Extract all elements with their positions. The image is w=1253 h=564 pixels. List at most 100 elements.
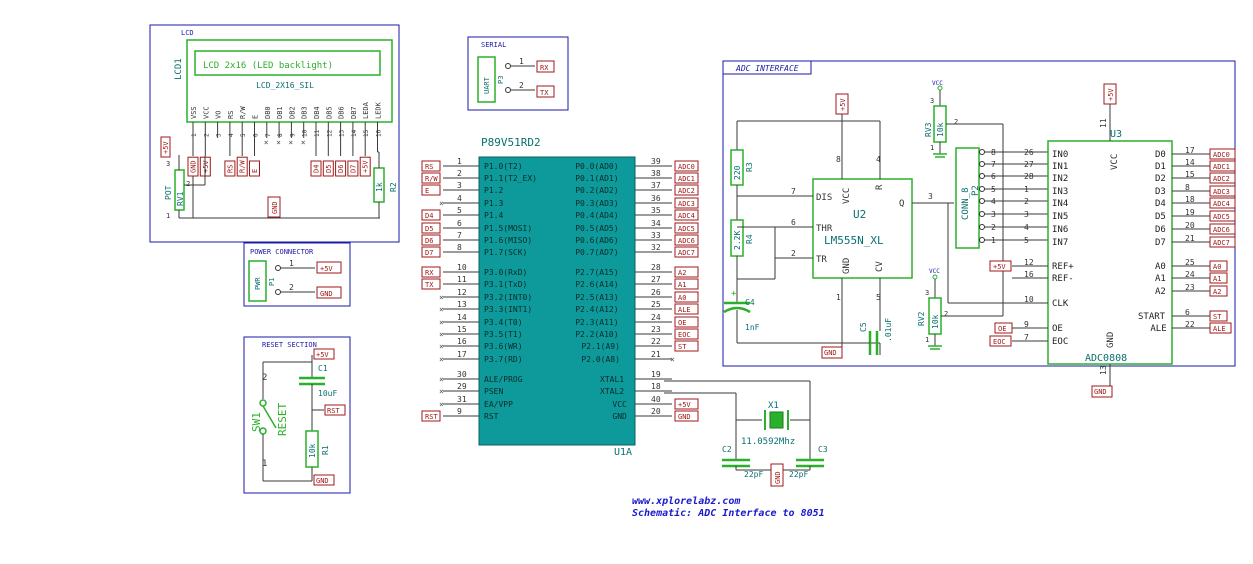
serial-ref: P3 [497, 76, 505, 84]
reset-resistor-value: 10k [308, 443, 317, 458]
lcd-pin-tag-4-label: R/W [239, 160, 247, 173]
mcu-right-pin-name-14: P2.1(A9) [581, 342, 620, 351]
lcd-pin-label-1: VCC [202, 106, 210, 119]
power-ref: P1 [268, 278, 276, 286]
mcu-left-pin-num-19: 9 [457, 407, 462, 416]
mcu-right-pin-num-16: 19 [651, 370, 661, 379]
lcd-gnd-label: GND [271, 201, 279, 214]
mcu-left-tag-2-box [421, 184, 441, 196]
adc-addr-num-1: 24 [1185, 270, 1195, 279]
adc-out-tag-0-label: ADC0 [1213, 151, 1230, 159]
reset-title: RESET SECTION [262, 341, 317, 349]
mcu-left-nc-18: × [439, 400, 444, 409]
timer-c4-value: 1nF [745, 323, 760, 332]
lcd-pin-number-8: 9 [289, 133, 296, 137]
adc-out-label-2: D2 [1155, 174, 1166, 184]
timer-pin-num-8: 8 [836, 155, 841, 164]
mcu-left-pin-name-11: P3.3(INT1) [484, 305, 532, 314]
adc-eoc-tag-label: EOC [993, 338, 1006, 346]
adc-addr-tag-2-box [1209, 285, 1228, 297]
lcd-gnd-tag [267, 196, 281, 218]
conn-contact-1 [979, 161, 985, 167]
lcd-pin-number-1: 2 [203, 133, 210, 137]
timer-pin-label-gnd: GND [842, 258, 852, 274]
mcu-left-pin-name-15: P3.7(RD) [484, 355, 523, 364]
lcd-pin-label-4: R/W [239, 106, 247, 119]
adc-interface-title: ADC INTERFACE [735, 64, 799, 73]
adc-addr-tag-0-box [1209, 260, 1228, 272]
mcu-right-tag-3-box [674, 197, 699, 209]
adc-vcc-tag-label: +5V [1107, 88, 1115, 101]
adc-oe-tag-box [994, 322, 1013, 334]
mcu-right-tag-12-label: OE [678, 319, 686, 327]
mcu-left-tag-19-label: RST [425, 413, 438, 421]
rv2-pin-1: 1 [925, 336, 929, 344]
lcd-r2-ref: R2 [389, 182, 398, 192]
mcu-left-pin-name-17: PSEN [484, 387, 503, 396]
mcu-right-pin-num-19: 20 [651, 407, 661, 416]
mcu-left-pins: 1P1.0(T2)RS2P1.1(T2_EX)R/W3P1.2E4P1.3×5P… [421, 157, 537, 422]
mcu-left-tag-5-box [421, 222, 441, 234]
lcd-pin-number-2: 3 [216, 133, 223, 137]
reset-gnd-tag [313, 474, 335, 486]
conn-pin-left-3: 5 [991, 185, 996, 194]
conn-body [955, 147, 980, 249]
mcu-right-pin-name-13: P2.2(A10) [575, 330, 618, 339]
mcu-left-tag-19-box [421, 410, 441, 422]
mcu-right-tag-11-box [674, 303, 699, 315]
adc-out-tag-6-label: ADC6 [1213, 226, 1230, 234]
serial-rx-tag [536, 60, 555, 73]
mcu-right-tag-7-box [674, 246, 699, 258]
conn-pin-right-5: 3 [1024, 210, 1029, 219]
mcu-right-tag-6-box [674, 234, 699, 246]
mcu-left-pin-num-0: 1 [457, 157, 462, 166]
lcd-pot-supply-label: +5V [162, 141, 170, 154]
adc-in-label-1: IN1 [1052, 162, 1068, 172]
mcu-left-pin-num-17: 29 [457, 382, 467, 391]
reset-switch-value: RESET [276, 403, 289, 436]
mcu-right-tag-5-box [674, 222, 699, 234]
mcu-left-nc-11: × [439, 305, 444, 314]
adc-ctl-tag-1-label: ALE [1213, 325, 1226, 333]
mcu-left-pin-num-3: 4 [457, 194, 462, 203]
adc-out-num-6: 20 [1185, 221, 1195, 230]
crystal-gnd-tag [770, 463, 784, 487]
lcd-pin-tag-13-box [347, 160, 359, 177]
mcu-right-pin-name-7: P0.7(AD7) [575, 248, 618, 257]
conn-contact-5 [979, 211, 985, 217]
mcu-left-tag-9-box [421, 278, 441, 290]
lcd-pin-label-10: DB4 [313, 106, 321, 119]
adc-out-label-6: D6 [1155, 225, 1166, 235]
rv2-pin-2: 2 [944, 310, 948, 318]
mcu-right-pin-name-10: P2.5(A13) [575, 293, 618, 302]
mcu-left-pin-name-0: P1.0(T2) [484, 162, 523, 171]
mcu-left-pin-name-14: P3.6(WR) [484, 342, 523, 351]
adc-out-tag-0-box [1209, 148, 1236, 160]
lcd-pin-nc-7: × [276, 138, 281, 147]
lcd-section-title: LCD [181, 29, 194, 37]
timer-pin-label-cv: CV [875, 261, 885, 272]
lcd-pin-label-11: DB5 [325, 106, 333, 119]
mcu-left-pin-num-1: 2 [457, 169, 462, 178]
adc-in-label-2: IN2 [1052, 174, 1068, 184]
adc-value: ADC0808 [1085, 353, 1127, 364]
reset-switch-contact-top [259, 399, 267, 407]
lcd-value: LCD 2x16 (LED backlight) [203, 61, 333, 71]
mcu-right-pin-num-9: 27 [651, 275, 661, 284]
reset-rst-tag [324, 404, 346, 416]
mcu-right-tag-7-label: ADC7 [678, 249, 695, 257]
adc-out-tag-5-box [1209, 210, 1236, 222]
adc-gnd-num: 13 [1099, 365, 1108, 375]
adc-addr-num-0: 25 [1185, 258, 1195, 267]
mcu-right-pin-num-4: 35 [651, 206, 661, 215]
adc-ref-num-4: 7 [1024, 333, 1029, 342]
mcu-right-tag-18-label: +5V [678, 401, 691, 409]
lcd-pin-label-7: DB1 [276, 106, 284, 119]
lcd-pin-tag-12-label: D6 [337, 165, 345, 173]
mcu-left-pin-num-11: 13 [457, 300, 467, 309]
timer-c4-ref: C4 [745, 298, 755, 307]
conn-contact-4 [979, 198, 985, 204]
lcd-pin-label-6: DB0 [264, 106, 272, 119]
mcu-left-pin-name-13: P3.5(T1) [484, 330, 523, 339]
